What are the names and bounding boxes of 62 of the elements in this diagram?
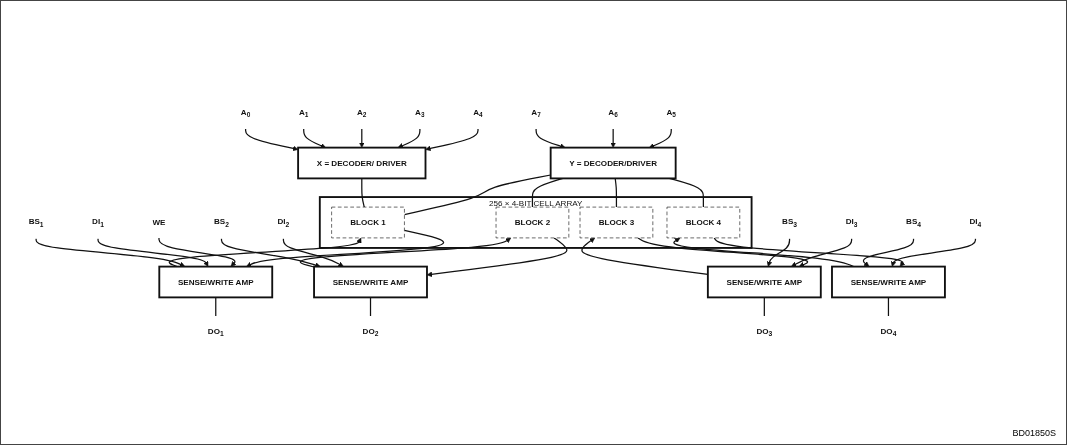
node-text: A$_{6}$ (608, 107, 618, 119)
node-text: DI$_{4}$ (969, 216, 982, 228)
node-text: DO$_{1}$ (207, 326, 224, 338)
node-text: BS$_{4}$ (906, 216, 922, 228)
connector (887, 296, 890, 317)
arrow (862, 238, 915, 267)
node-text: DI$_{1}$ (92, 216, 104, 228)
node-text: A$_{4}$ (473, 107, 483, 119)
arrow (535, 128, 566, 149)
node-text: A$_{1}$ (298, 107, 309, 119)
node-box: BLOCK 4 (666, 206, 741, 239)
arrow (158, 237, 237, 267)
arrow (299, 237, 512, 268)
connector (215, 296, 217, 317)
drawing-number: BD01850S (1012, 428, 1056, 438)
arrow (246, 229, 445, 267)
arrow (397, 128, 421, 149)
node-text: DO$_{2}$ (362, 326, 379, 338)
connector (369, 296, 372, 317)
arrow (637, 237, 809, 268)
node-text: A$_{0}$ (240, 107, 251, 119)
node-box: SENSE/WRITE AMP (831, 265, 946, 299)
node-text: BS$_{1}$ (28, 216, 44, 228)
node-box: SENSE/WRITE AMP (313, 265, 428, 299)
arrow (649, 128, 672, 149)
arrow (713, 237, 906, 267)
arrow (282, 238, 344, 267)
node-text: DO$_{3}$ (756, 326, 773, 338)
connector (361, 177, 365, 208)
node-box: BLOCK 3 (579, 206, 654, 239)
node-box: SENSE/WRITE AMP (706, 265, 822, 299)
node-box: X = DECODER/ DRIVER (297, 146, 427, 180)
arrow (791, 238, 853, 267)
node-text: A$_{3}$ (415, 107, 425, 119)
node-text: DI$_{3}$ (845, 216, 858, 228)
arrow (245, 128, 299, 152)
node-box: Y = DECODER/DRIVER (549, 146, 677, 180)
connector (763, 296, 765, 317)
node-text: DO$_{4}$ (880, 326, 897, 338)
node-text: BS$_{3}$ (782, 216, 798, 228)
arrow (97, 238, 209, 267)
arrow (673, 237, 855, 268)
node-text: A$_{7}$ (531, 107, 541, 119)
node-text: DI$_{2}$ (277, 216, 290, 228)
arrow (35, 238, 186, 267)
arrow (890, 238, 977, 267)
node-text: WE (152, 217, 166, 228)
connector (614, 177, 618, 208)
arrow (359, 128, 365, 148)
node-box: SENSE/WRITE AMP (158, 265, 274, 299)
node-text: A$_{2}$ (357, 107, 367, 119)
node-box: BLOCK 1 (331, 206, 405, 239)
arrow (168, 237, 362, 268)
node-text: BS$_{2}$ (214, 216, 229, 228)
arrow (303, 128, 326, 149)
arrow (426, 237, 568, 278)
arrow (610, 128, 616, 148)
node-text: A$_{5}$ (666, 107, 677, 119)
arrow (425, 128, 479, 152)
arrow (766, 238, 791, 267)
arrow (220, 238, 321, 268)
node-box: BLOCK 2 (495, 206, 570, 239)
